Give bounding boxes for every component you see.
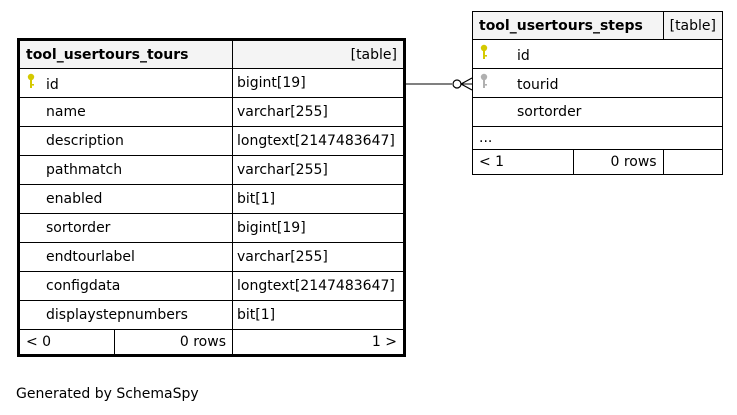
table-row[interactable]: pathmatch varchar[255] (18, 155, 405, 185)
table-row[interactable]: id (472, 39, 723, 69)
column-name: name (18, 97, 233, 127)
column-type: longtext[2147483647] (232, 126, 405, 156)
column-type: longtext[2147483647] (232, 271, 405, 301)
column-name: description (18, 126, 233, 156)
column-name: id (18, 68, 233, 98)
footer-rows: 0 rows (114, 329, 233, 356)
table-row[interactable]: tourid (472, 68, 723, 98)
column-name-label: id (517, 48, 530, 64)
table-name: tool_usertours_tours (18, 39, 233, 69)
column-type: bit[1] (232, 184, 405, 214)
column-name: pathmatch (18, 155, 233, 185)
table-row[interactable]: description longtext[2147483647] (18, 126, 405, 156)
primary-key-icon (479, 44, 517, 64)
footer-prev[interactable]: < 1 (472, 149, 574, 175)
primary-key-icon (26, 73, 46, 93)
column-name: sortorder (18, 213, 233, 243)
column-name-label: id (46, 77, 59, 93)
column-name-label: name (46, 104, 86, 120)
column-name: sortorder (472, 97, 723, 127)
column-name-label: enabled (46, 191, 103, 207)
table-row[interactable]: sortorder (472, 97, 723, 127)
table-row[interactable]: sortorder bigint[19] (18, 213, 405, 243)
column-name: tourid (472, 68, 723, 98)
column-name-label: description (46, 133, 124, 149)
column-name-label: sortorder (517, 104, 582, 120)
table-tool-usertours-steps[interactable]: tool_usertours_steps [table] id tourid sor… (472, 11, 724, 175)
footer-next[interactable]: 1 > (232, 329, 405, 356)
column-type: bit[1] (232, 300, 405, 330)
table-row[interactable]: endtourlabel varchar[255] (18, 242, 405, 272)
column-type: bigint[19] (232, 68, 405, 98)
generated-by-label: Generated by SchemaSpy (16, 386, 199, 402)
column-name-label: endtourlabel (46, 249, 135, 265)
column-type: varchar[255] (232, 242, 405, 272)
table-row[interactable]: name varchar[255] (18, 97, 405, 127)
more-columns-ellipsis: ... (472, 126, 723, 150)
table-type-label: [table] (232, 39, 405, 69)
table-row[interactable]: configdata longtext[2147483647] (18, 271, 405, 301)
column-name-label: pathmatch (46, 162, 123, 178)
table-name: tool_usertours_steps (472, 11, 664, 40)
column-name-label: tourid (517, 77, 559, 93)
column-name-label: displaystepnumbers (46, 307, 188, 323)
table-row[interactable]: id bigint[19] (18, 68, 405, 98)
foreign-key-icon (479, 73, 517, 93)
column-name-label: sortorder (46, 220, 111, 236)
table-row[interactable]: enabled bit[1] (18, 184, 405, 214)
footer-prev[interactable]: < 0 (18, 329, 115, 356)
table-type-label: [table] (662, 11, 724, 40)
column-name-label: configdata (46, 278, 121, 294)
column-name: configdata (18, 271, 233, 301)
footer-rows: 0 rows (572, 149, 664, 175)
footer-next[interactable] (662, 149, 724, 175)
column-name: displaystepnumbers (18, 300, 233, 330)
column-type: bigint[19] (232, 213, 405, 243)
column-type: varchar[255] (232, 155, 405, 185)
column-name: enabled (18, 184, 233, 214)
column-name: endtourlabel (18, 242, 233, 272)
column-type: varchar[255] (232, 97, 405, 127)
table-tool-usertours-tours[interactable]: tool_usertours_tours [table] id bigint[19… (17, 38, 406, 357)
table-row[interactable]: displaystepnumbers bit[1] (18, 300, 405, 330)
column-name: id (472, 39, 723, 69)
